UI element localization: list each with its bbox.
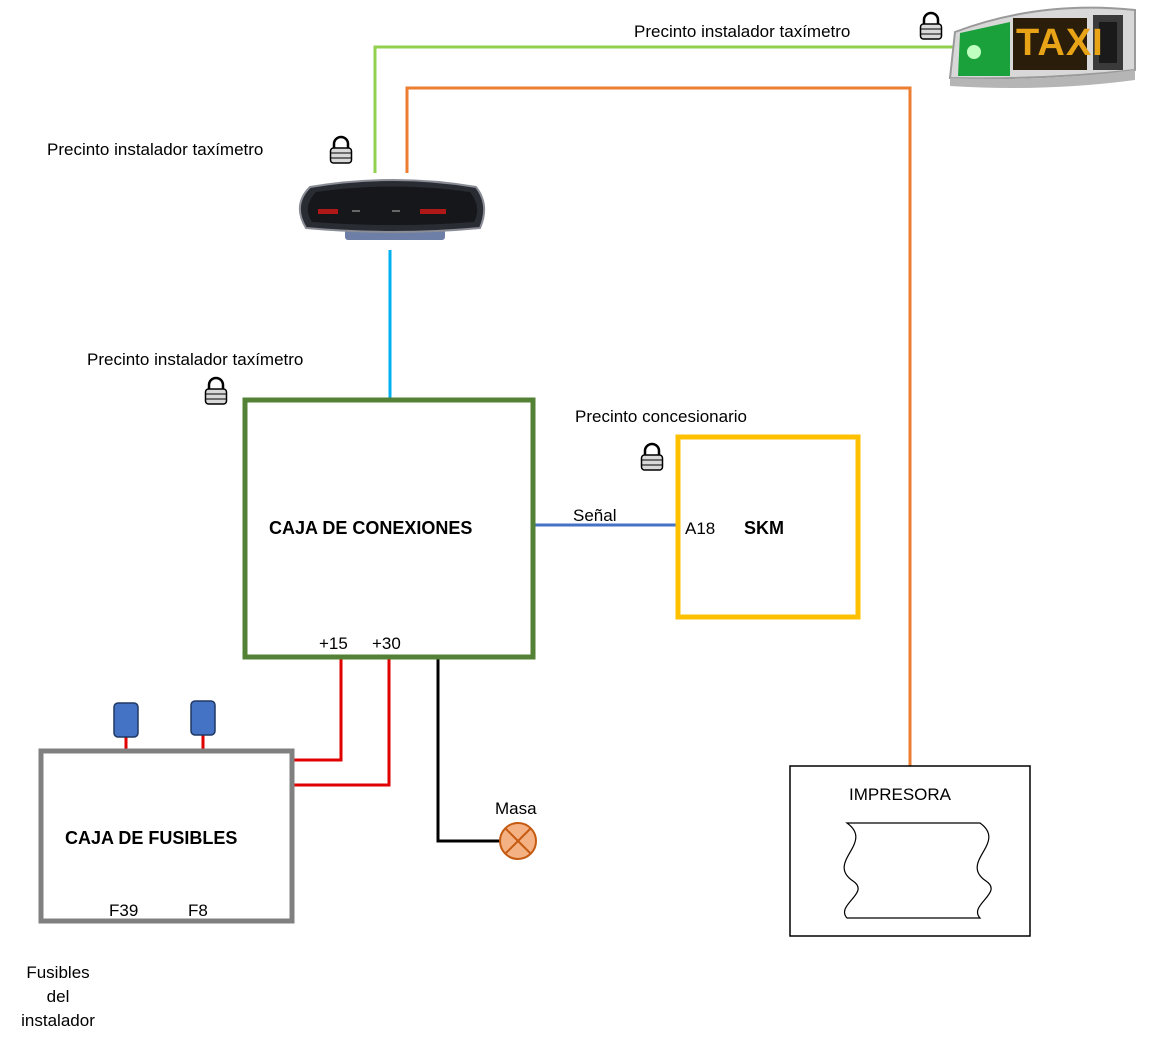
paper-roll-symbol: [843, 822, 992, 919]
padlock-icon: [640, 442, 664, 471]
red-wire-15: [201, 657, 343, 762]
skm-title: SKM: [744, 518, 784, 538]
signal-label: Señal: [573, 506, 617, 525]
ground-lamp-symbol: [499, 822, 537, 860]
padlock-icon: [329, 135, 353, 164]
fuse-f8-symbol: [190, 700, 216, 736]
installer-fuses-line2: del: [46, 987, 70, 1006]
junction-box: [242, 397, 536, 660]
rearview-mirror-taximeter: [299, 179, 486, 240]
taxi-sign-text: TAXI: [1016, 22, 1104, 64]
junction-box-title: CAJA DE CONEXIONES: [269, 518, 473, 538]
fuse-f8-label: F8: [188, 901, 208, 920]
seal-label-junction-box: Precinto instalador taxímetro: [87, 350, 304, 369]
pin-30-label: +30: [372, 634, 401, 653]
fuse-box: [38, 748, 295, 924]
green-wire: [373, 45, 955, 173]
pin-15-label: +15: [319, 634, 348, 653]
padlock-icon: [204, 376, 228, 405]
fuse-f39-label: F39: [109, 901, 139, 920]
installer-fuses-line1: Fusibles: [26, 963, 90, 982]
ground-wire: [436, 657, 500, 843]
installer-fuses-line3: instalador: [21, 1011, 95, 1030]
fuse-f39-symbol: [113, 702, 139, 738]
installer-fuses-label: Fusibles del instalador: [8, 961, 108, 1033]
orange-wire: [405, 86, 912, 766]
fuse-box-title: CAJA DE FUSIBLES: [65, 828, 238, 848]
skm-pin-label: A18: [685, 519, 716, 538]
ground-label: Masa: [495, 799, 537, 818]
printer-label: IMPRESORA: [849, 785, 952, 804]
padlock-icon: [919, 11, 943, 40]
skm-box: [675, 434, 861, 620]
seal-label-dealer: Precinto concesionario: [575, 407, 747, 426]
seal-label-taxi-sign: Precinto instalador taxímetro: [634, 22, 851, 41]
seal-label-mirror: Precinto instalador taxímetro: [47, 140, 264, 159]
taxi-roof-sign: [948, 6, 1136, 88]
